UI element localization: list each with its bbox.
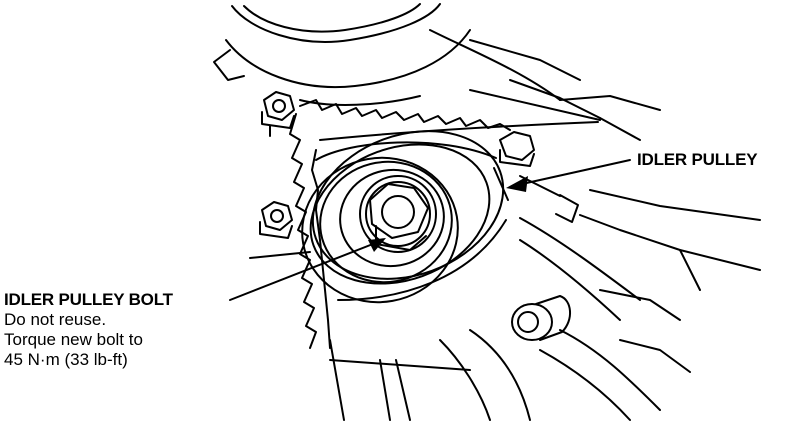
bolt-note-line-3: 45 N·m (33 lb-ft)	[4, 350, 128, 369]
idler-pulley-drawing	[301, 130, 509, 304]
idler-pulley-bolt-label: IDLER PULLEY BOLT Do not reuse. Torque n…	[4, 290, 173, 370]
bolt-middle-left	[259, 201, 293, 239]
bolt-upper-right	[499, 131, 535, 167]
arrowhead-idler-pulley-bolt	[368, 238, 386, 252]
idler-pulley-title: IDLER PULLEY	[637, 150, 758, 169]
bolt-upper-left	[261, 91, 295, 137]
idler-pulley-bolt-title: IDLER PULLEY BOLT	[4, 290, 173, 309]
engine-block	[329, 29, 761, 421]
idler-pulley-label: IDLER PULLEY	[637, 150, 758, 170]
arrowhead-idler-pulley	[506, 176, 528, 192]
leader-idler-pulley-bolt	[229, 241, 379, 301]
idler-pulley-bolt-drawing	[359, 175, 437, 253]
leader-idler-pulley	[521, 159, 631, 185]
bushing	[511, 295, 571, 341]
bolt-note-line-1: Do not reuse.	[4, 310, 107, 329]
bolt-note-line-2: Torque new bolt to	[4, 330, 143, 349]
upper-sprocket	[213, 3, 471, 106]
